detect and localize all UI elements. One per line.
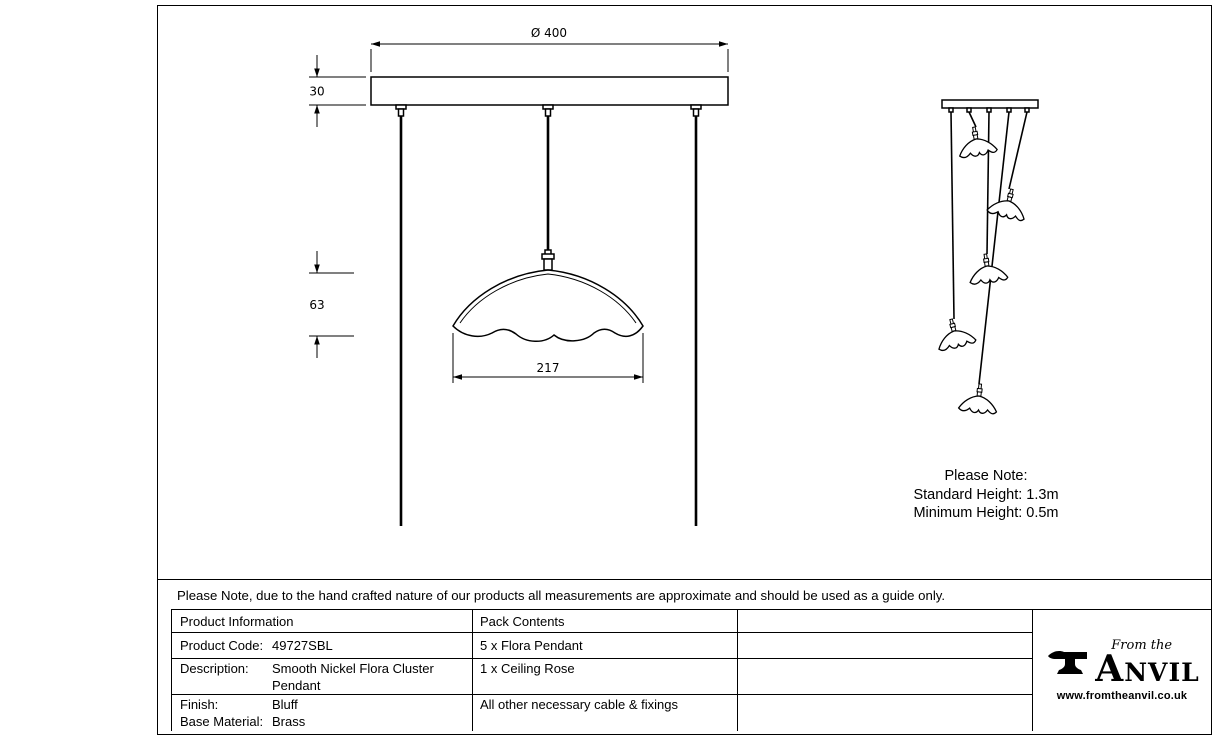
- finish-value: Bluff: [272, 697, 298, 712]
- dim-shade-height-label: 63: [309, 298, 324, 312]
- brand-logo-texts: From the Anvil: [1095, 638, 1200, 691]
- description-value: Smooth Nickel Flora Cluster: [272, 661, 434, 676]
- anvil-icon: [1048, 651, 1088, 674]
- finish-label: Finish:: [180, 697, 219, 712]
- description-label: Description:: [180, 661, 249, 676]
- dim-diameter-label: Ø 400: [531, 26, 567, 40]
- disclaimer-row: Please Note, due to the hand crafted nat…: [158, 579, 1211, 610]
- pendant-cables: [399, 116, 698, 526]
- drawing-sheet-frame: Ø 400 30 63: [157, 5, 1212, 735]
- technical-drawing: Ø 400 30 63: [309, 26, 1039, 526]
- flora-pendant-shade: [452, 249, 644, 342]
- height-note: Please Note: Standard Height: 1.3m Minim…: [876, 467, 1096, 523]
- table-row-line: [172, 694, 1032, 696]
- height-note-standard: Standard Height: 1.3m: [913, 486, 1059, 503]
- product-info-table: Product Information Pack Contents Produc…: [171, 609, 1033, 731]
- pack-contents-header: Pack Contents: [480, 614, 565, 629]
- brand-logo: From the Anvil www.fromtheanvil.co.uk: [1033, 609, 1211, 731]
- dim-plate-thickness-label: 30: [309, 85, 324, 99]
- product-code-value: 49727SBL: [272, 638, 333, 653]
- product-information-header: Product Information: [180, 614, 294, 629]
- title-block-spacer: [158, 609, 171, 730]
- dim-shade-width: 217: [452, 333, 644, 383]
- table-row-line: [172, 632, 1032, 634]
- disclaimer-text: Please Note, due to the hand crafted nat…: [177, 587, 946, 603]
- ceiling-plate-front: [370, 76, 729, 117]
- base-material-label: Base Material:: [180, 714, 264, 729]
- table-column-divider: [737, 610, 739, 731]
- dim-shade-height: 63: [309, 251, 354, 358]
- pack-item: 1 x Ceiling Rose: [480, 661, 575, 676]
- brand-website: www.fromtheanvil.co.uk: [1056, 689, 1188, 702]
- height-note-title: Please Note:: [944, 468, 1028, 484]
- table-row-line: [172, 658, 1032, 660]
- dim-plate-thickness: 30: [309, 55, 366, 127]
- pack-item: 5 x Flora Pendant: [480, 638, 583, 653]
- brand-tagline: From the: [1111, 638, 1173, 654]
- brand-name: Anvil: [1095, 648, 1200, 691]
- base-material-value: Brass: [272, 714, 306, 729]
- brand-logo-row: From the Anvil: [1044, 638, 1200, 691]
- title-block: Product Information Pack Contents Produc…: [158, 609, 1211, 731]
- cluster-side-view: [932, 99, 1039, 416]
- table-column-divider: [472, 610, 474, 731]
- pack-item: All other necessary cable & fixings: [480, 697, 678, 712]
- description-value-line2: Pendant: [272, 678, 321, 693]
- dim-diameter: Ø 400: [370, 26, 729, 72]
- dim-shade-width-label: 217: [537, 361, 560, 375]
- height-note-minimum: Minimum Height: 0.5m: [913, 505, 1059, 521]
- product-code-label: Product Code:: [180, 638, 264, 653]
